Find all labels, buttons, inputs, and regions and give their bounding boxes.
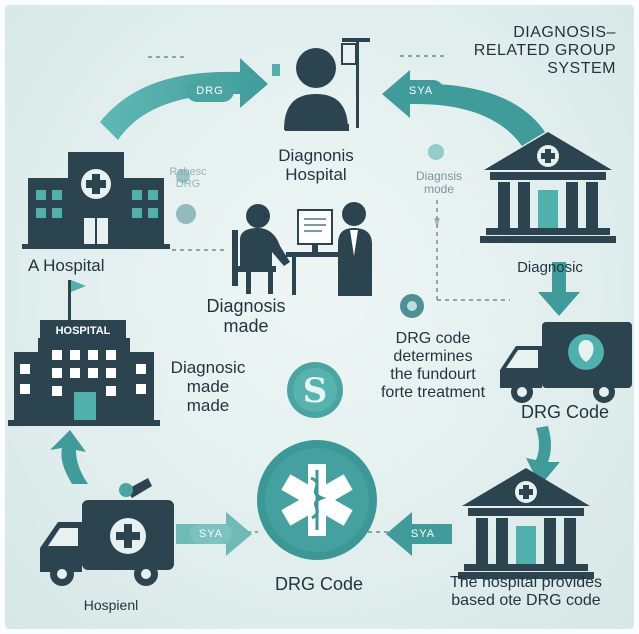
label-hospital-provides: The hospital provides based ote DRG code	[449, 574, 603, 609]
arrow-label-bottom-right: SYA	[410, 528, 436, 540]
star-of-life-icon	[257, 440, 377, 560]
hospital-building-icon: HOSPITAL	[8, 280, 160, 426]
arrow-label-bottom-left: SYA	[198, 528, 224, 540]
ambulance-truck-icon-bottom-left	[40, 478, 174, 586]
bank-hospital-icon-top-right	[480, 132, 616, 243]
arrow-right-curve	[526, 426, 560, 486]
label-faded-left: Rabesc DRG	[169, 166, 207, 191]
s-coin-icon: S	[287, 362, 343, 418]
label-faded-right: Diagnsis mode	[415, 169, 463, 197]
arrow-right-down	[538, 262, 580, 316]
svg-text:HOSPITAL: HOSPITAL	[56, 325, 111, 337]
label-diagnosic: Diagnosic	[517, 259, 583, 276]
label-hospienl: Hospienl	[83, 597, 139, 613]
arrow-top-left	[100, 58, 268, 140]
label-drg-code-determines: DRG code determines the fundourt forte t…	[380, 330, 486, 401]
arrow-left-up	[50, 430, 88, 484]
label-a-hospital: A Hospital	[28, 256, 105, 275]
label-diagnonis-hospital: Diagnonis Hospital	[278, 146, 354, 185]
label-diagnosis-made: Diagnosis made	[206, 296, 286, 337]
hospital-icon-top-left	[22, 152, 170, 249]
svg-text:S: S	[303, 371, 328, 411]
arrow-label-top-left: DRG	[196, 85, 224, 97]
doctor-consultation-icon	[232, 202, 372, 296]
label-diagnosic-made: Diagnosic made made	[170, 358, 246, 416]
coin-icon-small	[400, 294, 424, 318]
person-at-iv-icon	[272, 38, 370, 131]
ambulance-truck-icon-right	[500, 322, 632, 403]
diagram-title: DIAGNOSIS– RELATED GROUP SYSTEM	[473, 24, 616, 77]
arrow-label-top-right: SYA	[408, 85, 434, 97]
faded-icons	[176, 144, 444, 228]
label-drg-code-right: DRG Code	[520, 402, 610, 422]
bank-hospital-icon-bottom-right	[458, 468, 594, 579]
label-drg-code-center: DRG Code	[274, 574, 364, 594]
